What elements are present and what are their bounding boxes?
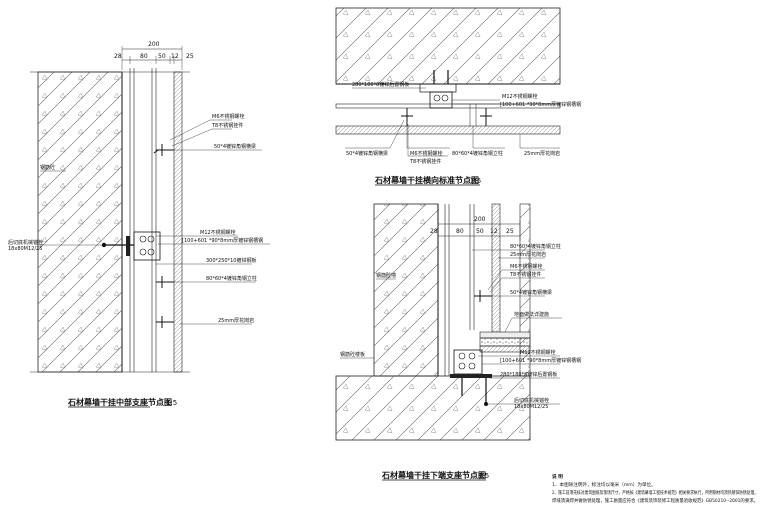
title-middle: 石材幕墙干挂中部支座节点图 [67, 397, 172, 407]
label-stone-h: 25mm厚花岗岩 [524, 150, 560, 157]
label-m6-bolt-h: M6不锈钢螺栓 [410, 150, 443, 157]
dim-25-b: 25 [506, 228, 514, 235]
label-angle-80-b: 80*60*4镀锌角钢立柱 [510, 243, 561, 250]
label-t8-clip-h: T8不锈钢挂件 [409, 158, 441, 165]
notes-heading: 说 明 [552, 473, 563, 480]
label-m6-bolt-b: M6不锈钢螺栓 [510, 263, 543, 270]
dim-total-b: 200 [474, 216, 486, 223]
label-slab-b: 钢筋砼楼板 [340, 351, 365, 358]
label-stone-b: 25mm厚花岗岩 [510, 251, 546, 258]
label-wall: 钢筋砼 [40, 164, 55, 171]
dim-50: 50 [158, 53, 166, 60]
label-m12-bolt-b: M12不锈钢螺栓 [520, 349, 556, 356]
label-plate-300: 300*250*10镀锌钢板 [206, 257, 256, 264]
notes-line-1: 1、本图除注明外，标注均以毫米（mm）为单位。 [552, 481, 656, 488]
dim-total: 200 [148, 41, 160, 48]
label-angle-50-b: 50*4镀锌角钢横梁 [510, 289, 552, 296]
detail-horizontal-standard [335, 7, 561, 186]
label-t8-clip-b: T8不锈钢挂件 [509, 271, 541, 278]
dim-12-b: 12 [490, 228, 498, 235]
label-angle-50: 50*4镀锌角钢横梁 [214, 143, 256, 150]
scale-middle: 1:5 [166, 399, 177, 407]
title-bottom: 石材幕墙干挂下端支座节点图 [381, 470, 486, 480]
label-m12-bolt: M12不锈钢螺栓 [200, 229, 236, 236]
scale-bottom: 1:5 [478, 472, 489, 480]
dim-50-b: 50 [476, 228, 484, 235]
detail-bottom-support [335, 203, 562, 481]
title-horizontal: 石材幕墙干挂横向标准节点图 [374, 175, 479, 185]
scale-horizontal: 1:5 [470, 177, 481, 185]
label-stone: 25mm厚花岗岩 [218, 317, 254, 324]
label-channel-b: [100+601 *90*8mm厚镀锌钢槽钢 [500, 357, 581, 364]
label-angle-80-h: 80*60*4镀锌角钢立柱 [452, 150, 503, 157]
label-channel-h: [100+601 *90*8mm厚镀锌钢槽钢 [500, 101, 581, 108]
notes-line-3: 焊缝须满焊并做防锈处理，施工质量应符合《建筑装饰装修工程质量验收规范》GB502… [552, 497, 758, 504]
notes-line-2: 2、施工前须先核对建筑图纸及现场尺寸，严格按《建筑幕墙工程技术规范》相关要求执行… [552, 489, 758, 496]
dim-80-b: 80 [456, 228, 464, 235]
label-angle-80: 80*60*4镀锌角钢立柱 [206, 275, 257, 282]
label-wall-b: 钢筋砼墙 [376, 272, 396, 279]
dim-25: 25 [186, 53, 194, 60]
label-m6-bolt: M6不锈钢螺栓 [212, 113, 245, 120]
dim-12: 12 [171, 53, 179, 60]
label-plate-280: 280*180*8镀锌后置钢板 [352, 81, 409, 88]
label-plate-280-b: 280*180*8镀锌后置钢板 [500, 371, 557, 378]
label-angle-50-h: 50*4镀锌角钢横梁 [346, 150, 388, 157]
label-floor-b: 地面做法详建施 [514, 311, 549, 318]
dim-28-b: 28 [430, 228, 438, 235]
detail-middle-support [30, 46, 270, 408]
label-m12-bolt-h: M12不锈钢螺栓 [502, 93, 538, 100]
label-t8-clip: T8不锈钢挂件 [211, 122, 243, 129]
dim-28: 28 [114, 53, 122, 60]
label-channel: [100+601 *90*8mm厚镀锌钢槽钢 [182, 237, 263, 244]
dim-80: 80 [140, 53, 148, 60]
